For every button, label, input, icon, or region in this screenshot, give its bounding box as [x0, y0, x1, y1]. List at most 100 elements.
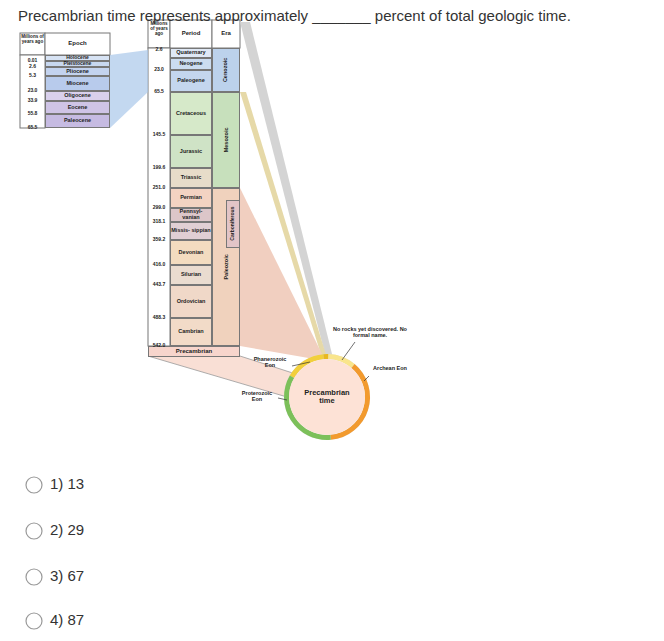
period-cell: Triassic	[170, 168, 212, 188]
node-text: Quaternary	[176, 50, 205, 56]
zoom-band	[240, 188, 324, 360]
callout-label: No rocks yet discovered. No formal name.	[330, 326, 410, 338]
period-cell: Ordovician	[170, 285, 212, 318]
age-number: 488.3	[148, 315, 170, 321]
header-cell	[212, 20, 240, 48]
era-cell: Mesozoic	[212, 92, 240, 188]
node-text: Oligocene	[64, 93, 91, 99]
column-header: Period	[170, 30, 212, 37]
leader-line	[364, 376, 369, 381]
age-number: 199.6	[148, 165, 170, 171]
period-cell: Neogene	[170, 58, 212, 70]
age-number: 55.8	[20, 111, 45, 117]
node-text: Mesozoic	[223, 128, 229, 153]
age-number: 2.6	[148, 47, 170, 53]
node-text: Paleocene	[64, 118, 91, 124]
header-cell	[20, 33, 45, 55]
node-text: Precambrian	[176, 348, 212, 354]
node-text: Pleistocene	[64, 61, 92, 66]
column-header: Millions of years ago	[20, 34, 45, 44]
age-number: 443.7	[148, 282, 170, 288]
epoch-cell: Miocene	[45, 76, 110, 91]
option-text: 2) 29	[50, 522, 250, 539]
node-text: Eocene	[68, 105, 88, 111]
age-number: 33.9	[20, 98, 45, 104]
age-number: 23.0	[148, 67, 170, 73]
period-cell: Jurassic	[170, 135, 212, 168]
column-header: Era	[212, 30, 240, 37]
age-number: 318.1	[148, 219, 170, 225]
node-text: Cambrian	[178, 329, 203, 335]
node-text: Cenozoic	[223, 58, 229, 82]
age-number: 145.5	[148, 132, 170, 138]
node-text: Missis- sippian	[171, 228, 210, 234]
radio-button	[26, 477, 42, 493]
zoom-wedge	[110, 50, 148, 128]
option-text: 1) 13	[50, 476, 250, 493]
node-text: Precambrian time	[303, 389, 351, 405]
leader-line	[278, 398, 287, 400]
node-text: Pliocene	[66, 69, 89, 75]
radio-button	[26, 523, 42, 539]
age-number: 5.3	[20, 73, 45, 79]
period-cell: Silurian	[170, 265, 212, 285]
callout-label: Archean Eon	[368, 365, 412, 371]
leader-line	[342, 342, 355, 360]
radio-button	[26, 613, 42, 629]
header-cell	[148, 20, 170, 48]
age-number: 2.6	[20, 64, 45, 70]
node-text: Paleozoic	[224, 254, 230, 279]
callout-label: Phanerozoic Eon	[250, 356, 290, 368]
epoch-cell: Eocene	[45, 101, 110, 114]
era-cell: Paleozoic Carboniferous	[212, 188, 240, 346]
node-text: Paleogene	[177, 78, 205, 84]
period-cell: Permian	[170, 188, 212, 208]
age-number: 542.0	[148, 343, 170, 349]
era-cell: Carboniferous	[226, 200, 240, 248]
age-number: 359.2	[148, 237, 170, 243]
node-text: Ordovician	[177, 299, 206, 305]
question-text: Precambrian time represents approximatel…	[18, 8, 658, 25]
epoch-cell: Paleocene	[45, 114, 110, 128]
era-cell: Cenozoic	[212, 48, 240, 92]
circle-node: Precambrian time	[289, 359, 365, 435]
header-cell	[170, 20, 212, 48]
column-header: Epoch	[45, 40, 110, 47]
node-text: Neogene	[179, 61, 202, 67]
callout-label: Proterozoic Eon	[236, 390, 278, 402]
option-text: 4) 87	[50, 612, 250, 629]
eon-ring	[287, 357, 368, 438]
period-cell: Quaternary	[170, 48, 212, 58]
period-cell: Devonian	[170, 240, 212, 265]
option-text: 3) 67	[50, 568, 250, 585]
epoch-cell: Oligocene	[45, 91, 110, 101]
age-number: 299.0	[148, 205, 170, 211]
number-column	[148, 48, 170, 346]
node-text: Devonian	[179, 250, 204, 256]
age-number: 65.5	[148, 89, 170, 95]
period-cell: Paleogene	[170, 70, 212, 92]
age-number: 0.01	[20, 58, 45, 64]
node-text: Triassic	[181, 175, 202, 181]
period-cell: Cambrian	[170, 318, 212, 346]
epoch-cell: Pliocene	[45, 67, 110, 76]
node-text: Carboniferous	[230, 207, 235, 241]
column-header: Millions of years ago	[148, 21, 170, 36]
node-text: Permian	[180, 195, 202, 201]
radio-button	[26, 569, 42, 585]
age-number: 416.0	[148, 262, 170, 268]
age-number: 23.0	[20, 88, 45, 94]
period-cell: Missis- sippian	[170, 222, 212, 240]
header-cell	[45, 33, 110, 55]
node-text: Pennsyl- vanian	[171, 209, 211, 221]
number-column	[20, 55, 45, 128]
period-cell: Pennsyl- vanian	[170, 208, 212, 222]
node-text: Silurian	[181, 272, 201, 278]
node-text: Miocene	[66, 81, 88, 87]
age-number: 65.5	[20, 125, 45, 131]
period-cell: Cretaceous	[170, 92, 212, 135]
node-text: Jurassic	[180, 149, 202, 155]
node-text: Holocene	[66, 55, 89, 60]
node-text: Cretaceous	[176, 111, 206, 117]
